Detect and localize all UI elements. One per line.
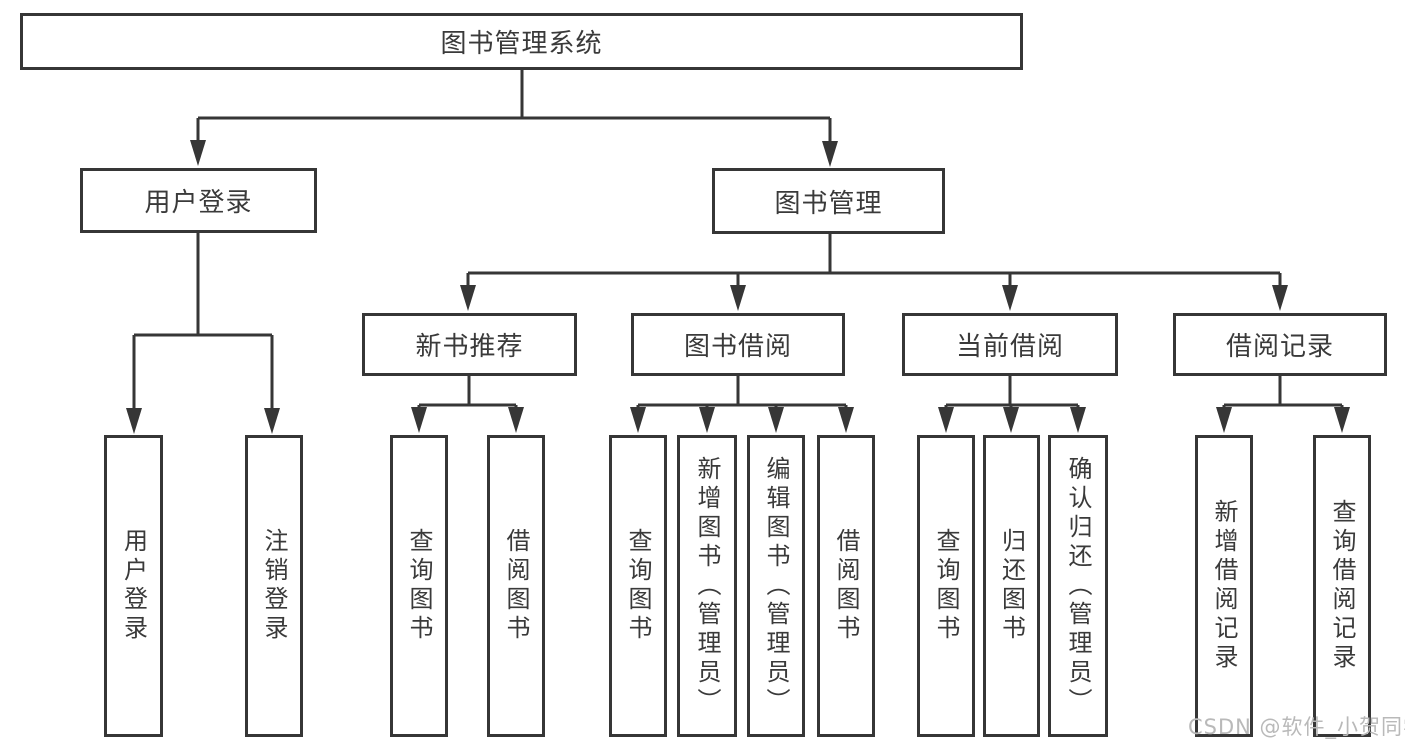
node-borrowing-records: 借阅记录 <box>1173 313 1387 376</box>
node-label: 当前借阅 <box>955 332 1064 362</box>
node-borrow-books-1: 借阅图书 <box>487 435 545 737</box>
node-label: 归还图书 <box>997 528 1026 644</box>
node-label: 借阅图书 <box>832 528 860 644</box>
node-label: 新增借阅记录 <box>1210 499 1238 673</box>
connector-paths <box>132 70 1344 415</box>
csdn-watermark: CSDN @软件_小贺同学 <box>1188 715 1405 739</box>
node-label: 图书管理 <box>774 188 883 219</box>
node-user-login-leaf: 用户登录 <box>104 435 163 737</box>
node-query-books-1: 查询图书 <box>390 435 448 737</box>
node-label: 借阅记录 <box>1225 332 1334 362</box>
node-query-borrow-record: 查询借阅记录 <box>1313 435 1371 737</box>
node-book-borrowing: 图书借阅 <box>631 313 845 376</box>
node-label: 图书管理系统 <box>440 29 603 59</box>
node-library-management-system: 图书管理系统 <box>20 13 1023 70</box>
node-label: 用户登录 <box>119 528 148 644</box>
node-user-login: 用户登录 <box>80 168 317 233</box>
node-confirm-return-admin: 确认归还（管理员） <box>1048 435 1108 737</box>
node-edit-book-admin: 编辑图书（管理员） <box>747 435 805 737</box>
node-borrow-books-2: 借阅图书 <box>817 435 875 737</box>
node-new-book-recommendation: 新书推荐 <box>362 313 577 376</box>
node-add-book-admin: 新增图书（管理员） <box>677 435 737 737</box>
node-label: 查询图书 <box>405 528 433 644</box>
node-label: 新书推荐 <box>415 332 524 362</box>
node-return-book: 归还图书 <box>983 435 1040 737</box>
arrow-down-icons <box>126 140 1350 434</box>
node-label: 编辑图书（管理员） <box>762 455 790 717</box>
node-query-books-3: 查询图书 <box>917 435 975 737</box>
node-label: 图书借阅 <box>683 332 792 362</box>
node-label: 借阅图书 <box>502 528 530 644</box>
node-label: 新增图书（管理员） <box>693 455 721 717</box>
node-label: 查询图书 <box>624 528 652 644</box>
node-logout: 注销登录 <box>245 435 303 737</box>
node-current-borrowing: 当前借阅 <box>902 313 1118 376</box>
node-label: 注销登录 <box>260 528 288 644</box>
node-label: 查询图书 <box>932 528 960 644</box>
node-add-borrow-record: 新增借阅记录 <box>1195 435 1253 737</box>
node-label: 用户登录 <box>144 188 253 218</box>
node-label: 查询借阅记录 <box>1328 499 1356 673</box>
node-query-books-2: 查询图书 <box>609 435 667 737</box>
node-label: 确认归还（管理员） <box>1064 455 1092 717</box>
node-book-management: 图书管理 <box>712 168 945 234</box>
